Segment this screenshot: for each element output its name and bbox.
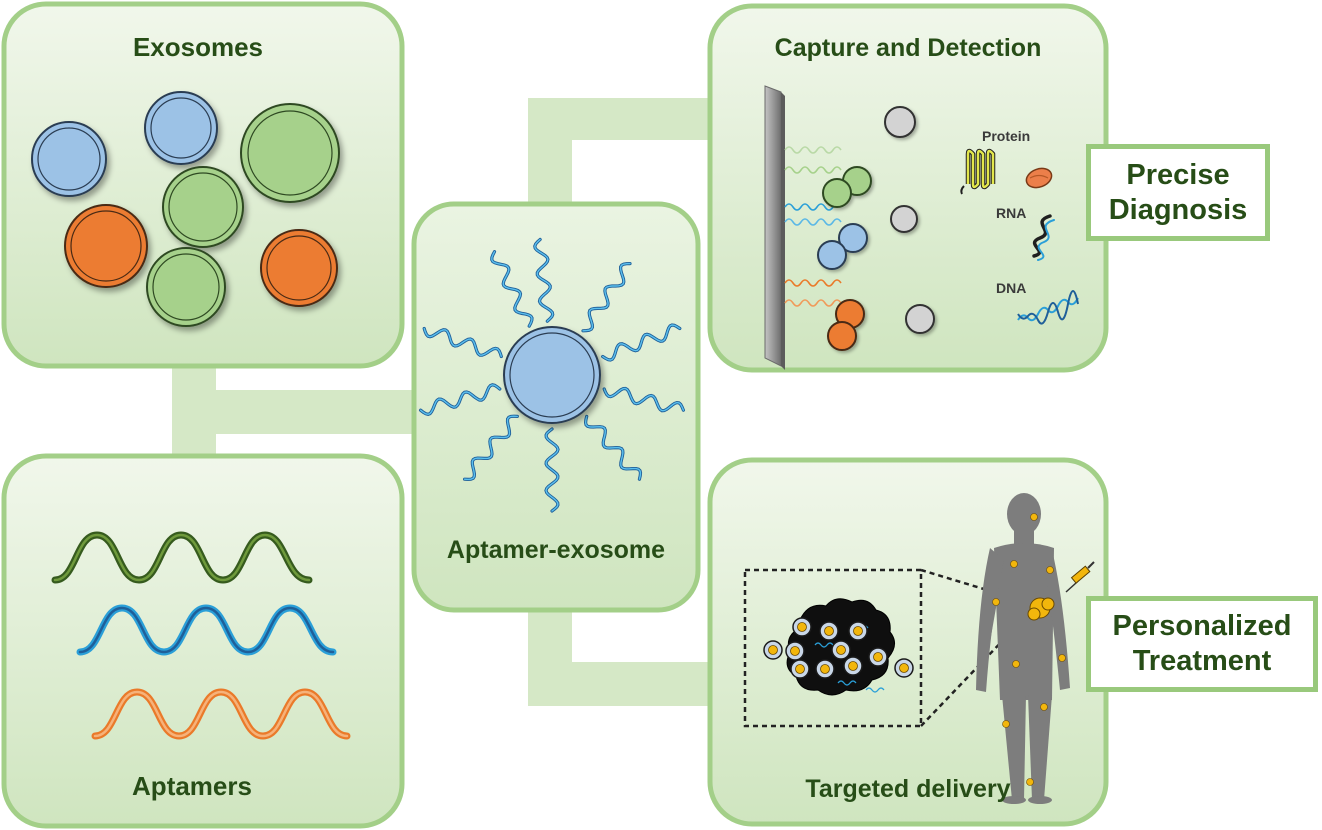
dna-helix-icon xyxy=(1017,290,1079,325)
aptamer-spoke-highlight xyxy=(582,262,631,332)
protein-label: Protein xyxy=(982,128,1030,144)
aptamer-spoke-highlight xyxy=(545,428,559,512)
aptamer-strand-blue xyxy=(76,604,337,656)
uncaptured-vesicles xyxy=(884,106,935,334)
aptamer-spoke-highlight xyxy=(419,384,501,416)
protein-icon xyxy=(960,148,996,195)
body-dot xyxy=(1030,513,1038,521)
capture-plate xyxy=(764,85,782,367)
exosome-vesicles xyxy=(31,91,340,327)
connectors xyxy=(172,98,715,706)
callout-treatment-line1: Personalized xyxy=(1112,610,1292,642)
capture-title: Capture and Detection xyxy=(775,34,1042,62)
callout-diagnosis-line1: Precise xyxy=(1126,158,1230,191)
drug-loaded-exosome xyxy=(792,617,812,637)
tumor-site-icon xyxy=(1027,597,1055,621)
aptamer-strand-green xyxy=(51,531,313,584)
drug-loaded-exosome xyxy=(763,640,783,660)
drug-loaded-exosome xyxy=(848,621,868,641)
capture-graphic xyxy=(764,85,1079,370)
connector-to-targeted xyxy=(528,606,715,706)
syringe-icon xyxy=(1065,561,1095,593)
aptamer-strand-orange xyxy=(91,688,351,740)
precise-diagnosis-callout: Precise Diagnosis xyxy=(1086,144,1270,241)
aptamer-spokes xyxy=(419,237,685,513)
drug-loaded-exosomes xyxy=(763,617,914,679)
rna-helix-icon xyxy=(1032,214,1055,261)
exosome-green-large xyxy=(240,103,340,203)
drug-loaded-exosome xyxy=(894,658,914,678)
connector-to-aptamer-exosome xyxy=(172,390,422,434)
aptamer-strands xyxy=(51,531,351,740)
drug-loaded-exosome xyxy=(790,659,810,679)
body-dot xyxy=(1058,654,1066,662)
targeted-graphic xyxy=(743,493,1095,804)
capture-plate-edge xyxy=(781,92,785,370)
drug-loaded-exosome xyxy=(843,656,863,676)
targeted-title: Targeted delivery xyxy=(805,775,1010,803)
exosome-orange-2 xyxy=(260,229,338,307)
exosome-blue-2 xyxy=(144,91,218,165)
aptamer-spoke-highlight xyxy=(463,415,518,481)
body-dot xyxy=(1002,720,1010,728)
exosome-green-bottom xyxy=(146,247,226,327)
aptamer-spoke-highlight xyxy=(584,415,642,480)
aptamer-spoke-highlight xyxy=(534,238,554,322)
personalized-treatment-callout: Personalized Treatment xyxy=(1086,596,1318,692)
drug-loaded-exosome xyxy=(815,659,835,679)
aptamers-title: Aptamers xyxy=(132,771,252,801)
central-exosome xyxy=(503,326,601,424)
drug-loaded-exosome xyxy=(831,640,851,660)
exosomes-title: Exosomes xyxy=(133,32,263,62)
drug-loaded-exosome xyxy=(819,621,839,641)
aptamer-spoke-highlight xyxy=(423,327,502,358)
capture-probes xyxy=(784,146,842,307)
protein-blob-icon xyxy=(1025,167,1053,189)
exosome-green-center xyxy=(162,166,244,248)
exosome-orange-1 xyxy=(64,204,148,288)
callout-diagnosis-line2: Diagnosis xyxy=(1108,193,1248,226)
aptamer-exosome-graphic xyxy=(419,237,685,513)
captured-exosomes xyxy=(817,166,872,351)
dna-label: DNA xyxy=(996,280,1026,296)
connector-to-capture xyxy=(528,98,715,210)
body-dot xyxy=(1026,778,1034,786)
body-dot xyxy=(1046,566,1054,574)
callout-treatment-line2: Treatment xyxy=(1132,645,1272,677)
aptamer-spoke-highlight xyxy=(602,324,681,361)
body-dot xyxy=(1012,660,1020,668)
body-dots xyxy=(992,513,1066,786)
body-dot xyxy=(1010,560,1018,568)
aptamer-exosome-title: Aptamer-exosome xyxy=(447,536,665,564)
exosome-blue-1 xyxy=(31,121,107,197)
rna-label: RNA xyxy=(996,205,1026,221)
zoom-box xyxy=(743,568,923,728)
drug-loaded-exosome xyxy=(785,641,805,661)
aptamer-spoke-highlight xyxy=(603,387,685,412)
body-dot xyxy=(992,598,1000,606)
body-dot xyxy=(1040,703,1048,711)
aptamer-spoke-highlight xyxy=(491,251,533,327)
drug-loaded-exosome xyxy=(868,647,888,667)
